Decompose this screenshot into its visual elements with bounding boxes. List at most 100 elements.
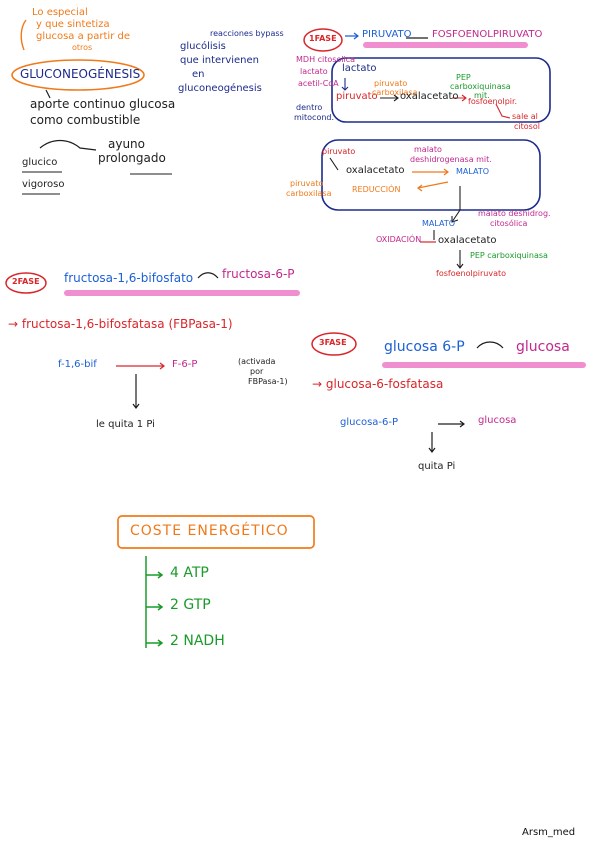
box1-orange-2: carboxilasa	[372, 88, 418, 97]
fase1-label: 1FASE	[309, 34, 337, 43]
mdh-note-1: MDH citosolica	[296, 55, 356, 64]
box1-lactato: lactato	[342, 63, 377, 74]
box2-malato: MALATO	[456, 167, 490, 176]
pir-oxalo-arrow	[380, 94, 399, 102]
ayuno-arrow	[39, 139, 97, 151]
coste-item-atp: 4 ATP	[170, 565, 209, 581]
dentro-note-2: mitocond.	[294, 113, 335, 122]
oxalo-malato-arrow	[412, 168, 449, 176]
fase3-quita: quita Pi	[418, 461, 456, 472]
cytosol-oxalacetato: oxalacetato	[438, 235, 497, 246]
ayuno-line-1: ayuno	[108, 137, 146, 151]
fase1-highlight	[363, 42, 528, 48]
fase3-label: 3FASE	[319, 338, 347, 347]
fase3-highlight	[382, 362, 586, 368]
quita-pi-arrow-3	[428, 432, 436, 453]
pir-carb-2: carboxilasa	[286, 189, 332, 198]
malato-cytosol: MALATO	[422, 219, 456, 228]
gluconeogenesis-title: GLUCONEOGÉNESIS	[20, 67, 141, 81]
gluconeogenesis-circle	[11, 59, 145, 91]
sale-arrow	[495, 103, 511, 119]
dentro-note-1: dentro	[296, 103, 323, 112]
sale-note-2: citosol	[514, 122, 540, 131]
malato-desh-cit-1: malato deshidrog.	[478, 209, 551, 218]
definition-bracket	[20, 19, 27, 51]
fase2-enzyme: → fructosa-1,6-bifosfatasa (FBPasa-1)	[8, 317, 233, 331]
fase2-f6p: F-6-P	[172, 359, 198, 370]
cytosol-fosfoenolpiruvato: fosfoenolpiruvato	[436, 269, 507, 278]
coste-title: COSTE ENERGÉTICO	[130, 523, 289, 539]
reduccion-label: REDUCCIÓN	[352, 185, 401, 194]
blue-note-4: gluconeogénesis	[178, 83, 262, 94]
g6p-glucosa-arrow	[438, 420, 465, 428]
box1-green-3: mit.	[474, 91, 490, 100]
malato-out-arrow	[451, 186, 461, 223]
fase2-highlight	[64, 290, 300, 296]
box2-arrow-1	[329, 157, 339, 171]
fase3-circle	[311, 332, 357, 356]
malato-desh-2: deshidrogenasa mit.	[410, 155, 492, 164]
box1-green-2: carboxiquinasa	[450, 82, 511, 91]
pep-carb-label: PEP carboxiquinasa	[470, 251, 548, 260]
coste-box	[117, 515, 315, 549]
sale-note-1: sale al	[512, 112, 538, 121]
blue-note-2: que intervienen	[180, 55, 259, 66]
mitochondria-box-2	[321, 139, 541, 211]
coste-branch-3	[146, 639, 164, 647]
box1-oxalacetato: oxalacetato	[400, 91, 459, 102]
box2-piruvato: piruvato	[322, 147, 356, 156]
coste-item-gtp: 2 GTP	[170, 597, 211, 613]
reacciones-note: reacciones bypass	[210, 29, 284, 38]
coste-branch-1	[146, 571, 164, 579]
oxalo-fosfo-arrow	[452, 94, 467, 102]
fase1-arrow	[345, 32, 359, 40]
fase3-g6p: glucosa-6-P	[340, 417, 399, 428]
malato-desh-1: malato	[414, 145, 442, 154]
fase3-enzyme: → glucosa-6-fosfatasa	[312, 377, 444, 391]
fase2-label: 2FASE	[12, 277, 40, 286]
mitochondria-box-1	[331, 57, 551, 123]
mdh-note-2: lactato	[300, 67, 328, 76]
pir-carb-1: piruvato	[290, 179, 324, 188]
fase2-fructosa-6p: fructosa-6-P	[222, 267, 295, 281]
quita-pi-arrow	[132, 374, 140, 409]
left-note-2: vigoroso	[22, 179, 65, 190]
activada-note-2: por	[250, 367, 264, 376]
blue-note-3: en	[192, 69, 205, 80]
aporte-line-1: aporte continuo glucosa	[30, 97, 176, 111]
definition-line-1: Lo especial	[32, 7, 88, 18]
activada-note-1: (activada	[238, 357, 276, 366]
oxidacion-label: OXIDACIÓN	[376, 235, 422, 244]
box2-oxalacetato: oxalacetato	[346, 165, 405, 176]
malato-desh-cit-2: citosólica	[490, 219, 528, 228]
box1-piruvato: piruvato	[336, 91, 378, 102]
fase2-f16bis: f-1,6-bif	[58, 359, 97, 370]
fase3-glucosa: glucosa	[516, 339, 570, 355]
fase1-fosfoenolpiruvato: FOSFOENOLPIRUVATO	[432, 29, 543, 40]
ayuno-line-2: prolongado	[98, 151, 166, 165]
definition-line-2: y que sintetiza	[36, 19, 110, 30]
fase2-circle	[5, 272, 47, 294]
coste-item-nadh: 2 NADH	[170, 633, 225, 649]
fase3-glucosa-6p: glucosa 6-P	[384, 339, 465, 355]
aporte-line-2: como combustible	[30, 113, 141, 127]
fase3-connector	[476, 341, 504, 349]
mdh-note-3: acetil-CoA	[298, 79, 339, 88]
fase2-le-quita: le quita 1 Pi	[96, 419, 155, 430]
f16-f6p-arrow	[116, 362, 165, 370]
fase3-glucosa-2: glucosa	[478, 415, 517, 426]
box1-fosfoenolpir: fosfoenolpir.	[468, 97, 518, 106]
fase2-connector	[197, 272, 219, 279]
definition-line-4: otros	[72, 43, 93, 52]
fase1-circle	[303, 28, 343, 52]
fase2-fructosa-bifosfato: fructosa-1,6-bifosfato	[64, 271, 194, 285]
definition-line-3: glucosa a partir de	[36, 31, 130, 42]
fase1-piruvato: PIRUVATO	[362, 29, 412, 40]
activada-note-3: FBPasa-1)	[248, 377, 288, 386]
coste-branch-2	[146, 603, 164, 611]
box1-orange-1: piruvato	[374, 79, 408, 88]
pep-arrow	[456, 250, 464, 269]
aporte-arrow	[45, 89, 51, 99]
blue-note-1: glucólisis	[180, 41, 226, 52]
